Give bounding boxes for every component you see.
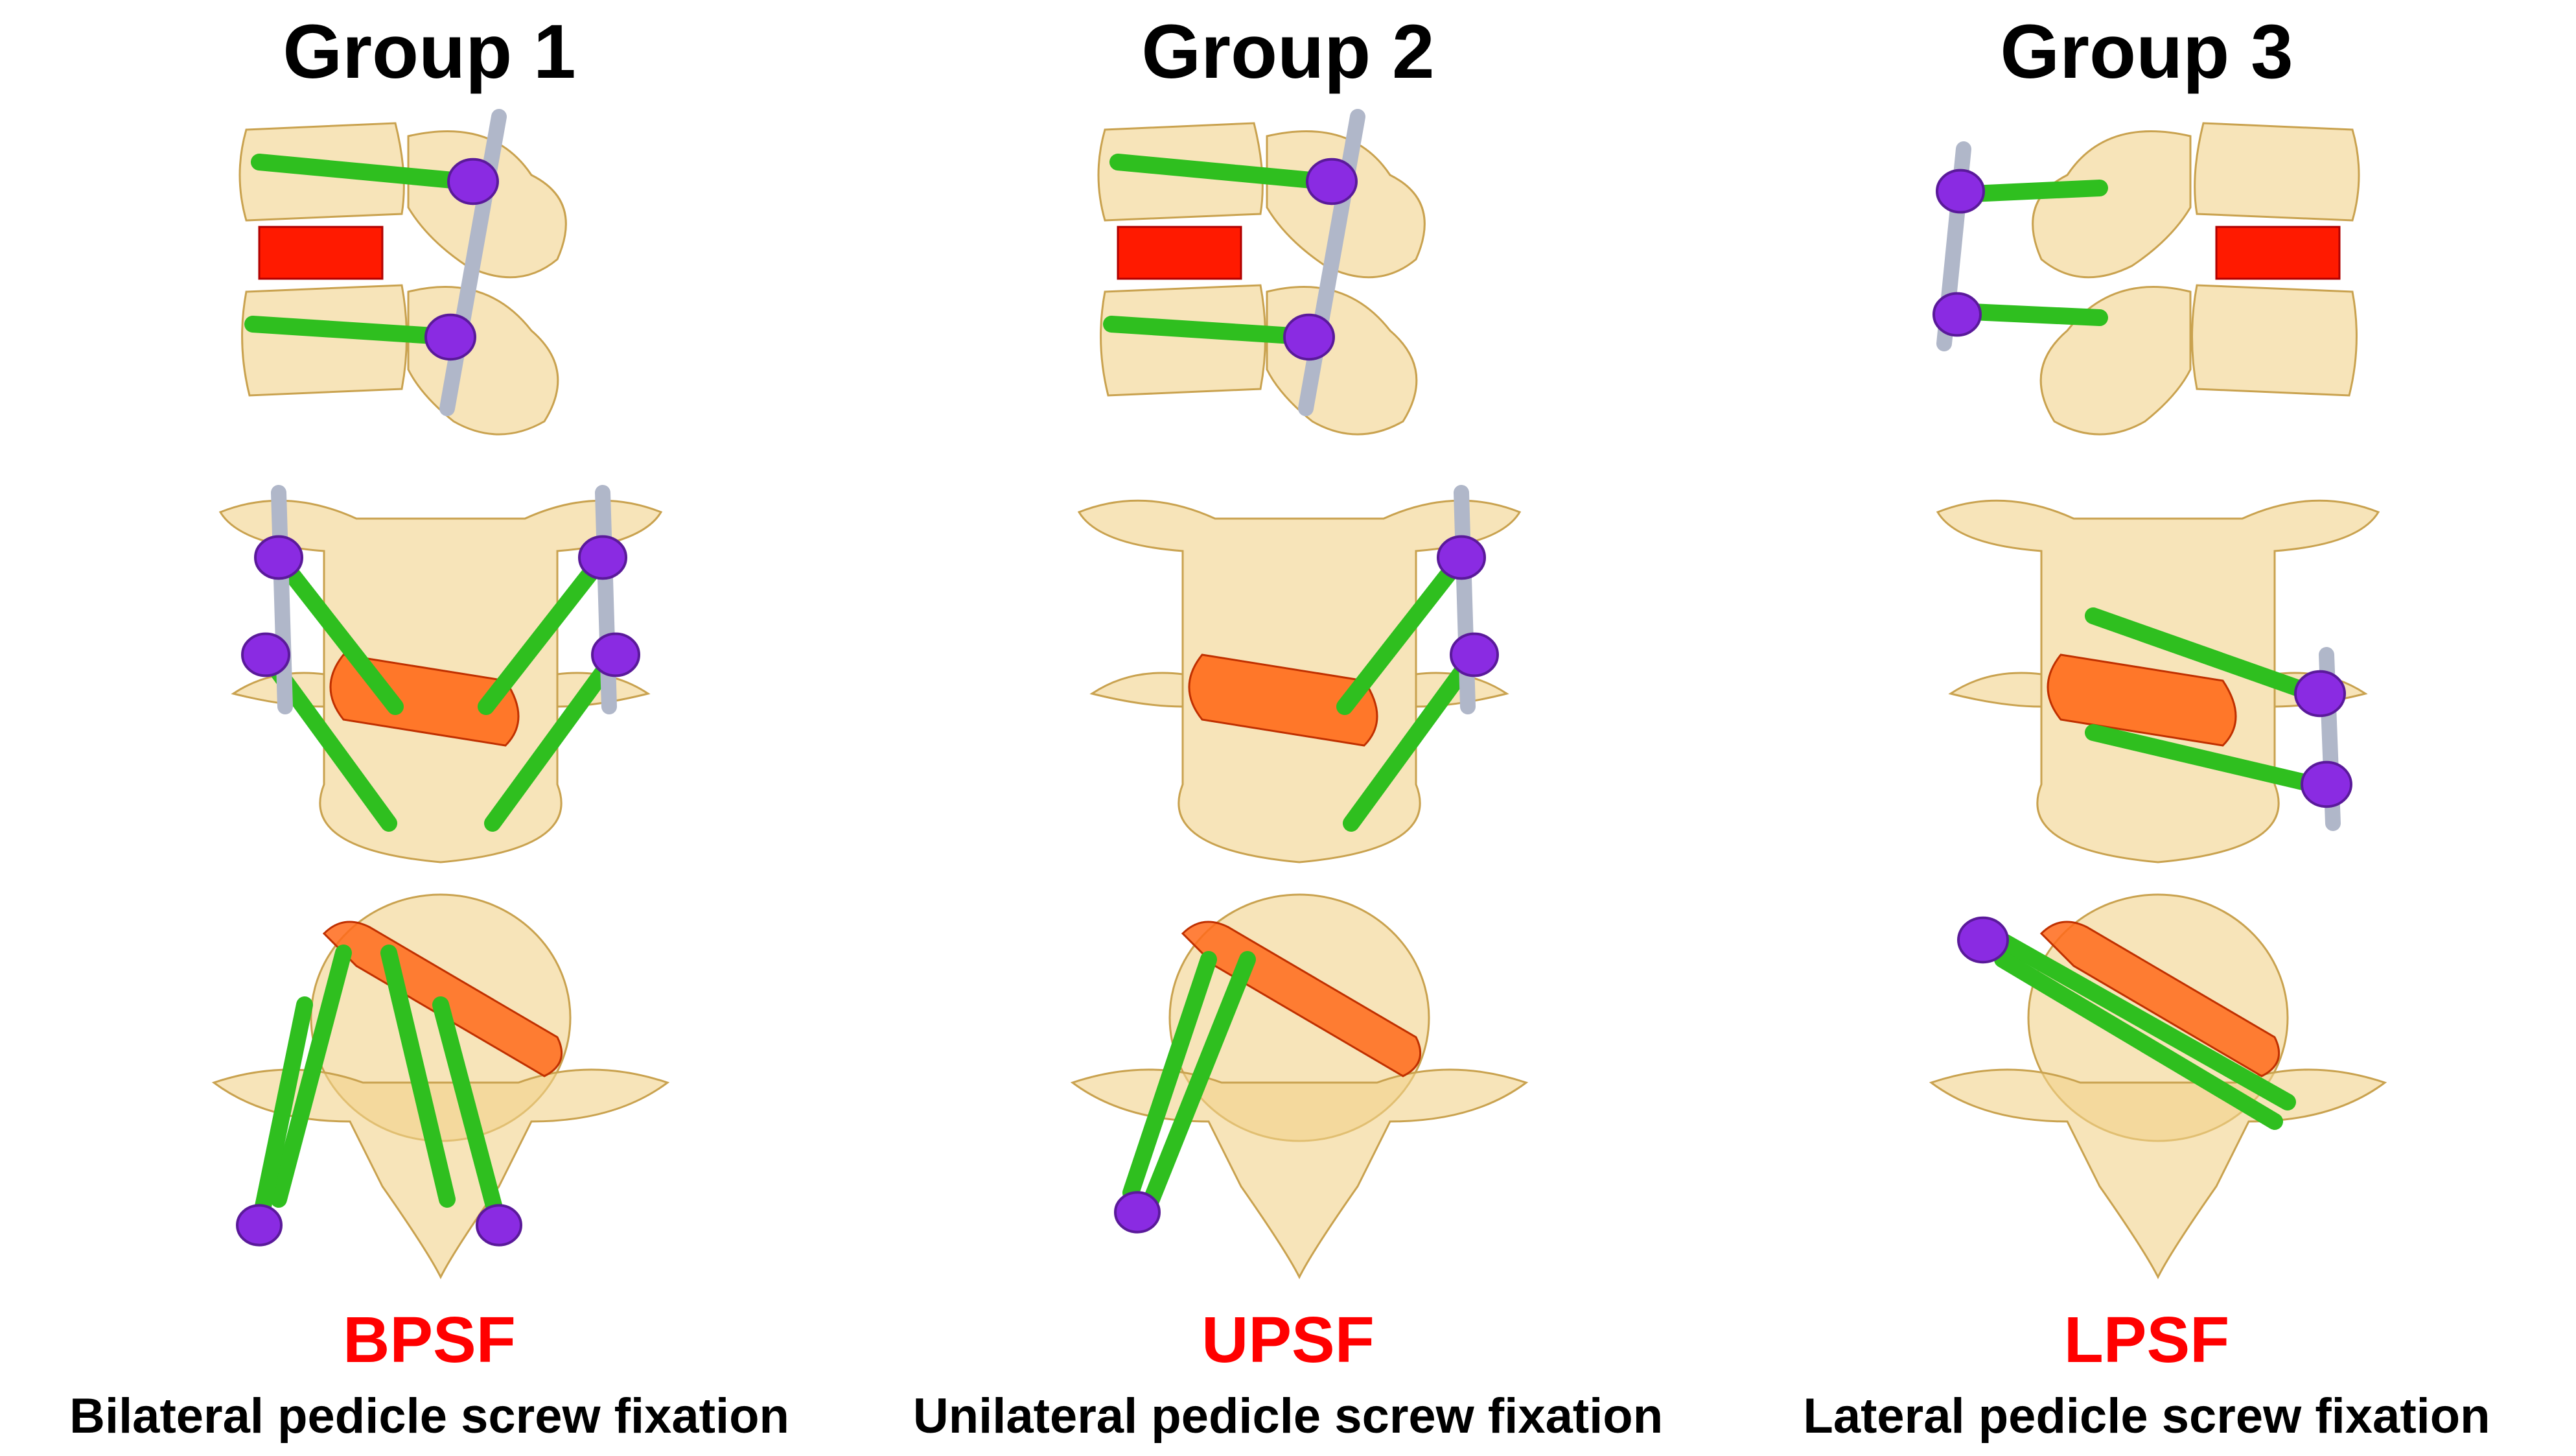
screw-head [476,1204,522,1247]
posterior-arch-axial [1070,1068,1529,1280]
pedicle-screw [478,549,611,715]
screw-head [1306,158,1358,205]
fixation-description: Unilateral pedicle screw fixation [912,1389,1664,1444]
screw-head [241,632,290,677]
axial-spine-model [1929,893,2387,1280]
screw-head [591,632,640,677]
pedicle-screw [1109,154,1334,190]
screw-head [236,1204,283,1247]
screw-head [1936,169,1985,214]
screw-head [1114,1191,1161,1234]
pedicle-screw [1336,549,1470,715]
group-2-column: Group 2 UPSF Unilateral pedicle screw fi… [859,0,1717,1456]
group-3-column: Group 3 LPSF Lateral pedicle screw fixat… [1717,0,2576,1456]
axial-view [1912,888,2404,1280]
screw-head [1932,292,1982,337]
lower-vertebral-body [1100,284,1266,397]
screw-head [1283,313,1335,361]
fixation-abbreviation: BPSF [343,1304,516,1376]
pedicle-screw [270,945,352,1208]
interbody-cage [2039,921,2280,1077]
pedicle-screw [1103,316,1321,346]
pedicle-screw [1981,925,2296,1110]
screw-head [2294,670,2346,718]
fixation-abbreviation: UPSF [1201,1304,1375,1376]
interbody-cage [2047,653,2237,747]
connecting-rod [271,485,293,714]
posterior-view [1053,460,1546,875]
group-title: Group 1 [283,9,576,95]
pedicle-screw [1994,951,2283,1130]
pedicle-screw [251,996,313,1234]
interbody-cage [1117,226,1242,280]
lower-posterior-element [407,286,559,436]
pedicle-screw [1135,951,1256,1227]
group-title: Group 3 [2000,9,2293,95]
lower-vertebral-body [2191,284,2358,397]
screw-head [1437,535,1486,580]
upper-vertebral-body [2194,122,2360,222]
lateral-view [194,97,687,460]
posterior-view [1912,460,2404,875]
posterior-view [194,460,687,875]
left-transverse-process [1948,672,2043,708]
pedicle-screw [270,549,404,715]
fixation-description: Bilateral pedicle screw fixation [69,1389,789,1444]
screw-head [1957,916,2009,964]
screw-head [578,535,627,580]
interbody-cage [2215,226,2341,280]
screw-head [424,313,476,361]
pedicle-screw [251,154,475,190]
group-title: Group 2 [1141,9,1435,95]
pedicle-screw [432,996,507,1234]
group-1-column: Group 1 BPSF Bilateral pedicle screw fix… [0,0,859,1456]
pedicle-screw [484,646,624,832]
lateral-spine-model [1932,122,2360,436]
fixation-abbreviation: LPSF [2063,1304,2230,1376]
screw-head [1450,632,1499,677]
lower-posterior-element [1266,286,1418,436]
axial-view [194,888,687,1280]
fixation-description: Lateral pedicle screw fixation [1803,1389,2490,1444]
left-transverse-process [1089,672,1184,708]
upper-posterior-element [2032,130,2192,279]
screw-head [2301,760,2352,808]
axial-view [1053,888,1546,1280]
posterior-arch-axial [1929,1068,2387,1280]
interbody-cage [1188,653,1378,747]
pedicle-screw [244,316,462,346]
interbody-cage [258,226,384,280]
lateral-view [1912,97,2404,460]
pedicle-screw [2085,724,2322,793]
pedicle-screw [2085,607,2322,702]
screw-head [447,158,499,205]
posterior-spine-model [1077,499,1522,863]
lower-vertebral-body [241,284,408,397]
pedicle-screw [380,945,456,1208]
lateral-view [1053,97,1546,460]
pedicle-screw [1343,646,1483,832]
screw-head [254,535,303,580]
pedicle-screw [1122,951,1217,1201]
